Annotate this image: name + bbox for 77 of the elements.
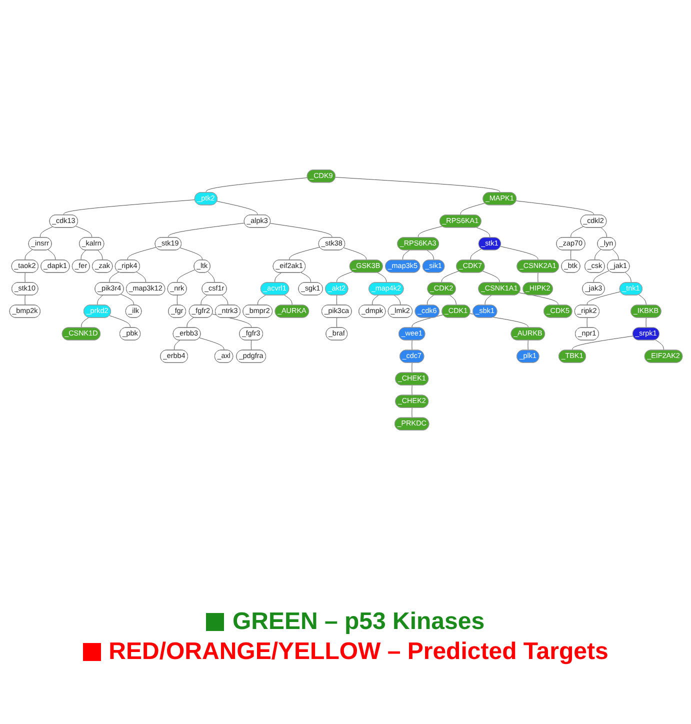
- connector: [426, 295, 434, 306]
- connector: [441, 270, 458, 283]
- connector: [586, 318, 587, 328]
- connector: [300, 272, 310, 283]
- connector: [516, 200, 594, 216]
- connector: [638, 294, 646, 306]
- connector: [63, 200, 195, 216]
- connector: [394, 295, 400, 306]
- connector: [205, 178, 308, 193]
- connector: [600, 227, 606, 238]
- connector: [411, 362, 412, 373]
- connector: [120, 294, 134, 306]
- connector: [470, 248, 482, 260]
- connector: [527, 340, 528, 350]
- connector: [612, 249, 618, 260]
- connector: [200, 294, 207, 306]
- connector: [288, 246, 320, 260]
- connector: [426, 250, 434, 260]
- connector: [570, 250, 571, 260]
- connector: [108, 315, 130, 328]
- connector: [418, 226, 442, 238]
- connector: [572, 336, 633, 350]
- connector: [624, 272, 631, 283]
- connector: [136, 272, 146, 283]
- connector: [96, 295, 102, 306]
- connector: [186, 317, 194, 328]
- connector: [592, 270, 609, 283]
- connector: [484, 295, 492, 306]
- connector: [460, 202, 485, 216]
- connector: [336, 318, 337, 328]
- connector: [570, 226, 584, 238]
- connector: [402, 250, 410, 260]
- connector: [24, 295, 25, 306]
- connector: [586, 291, 620, 306]
- connector: [654, 340, 664, 350]
- connector: [411, 385, 412, 396]
- connector: [594, 249, 601, 260]
- connector: [179, 248, 202, 260]
- connector: [274, 272, 282, 283]
- connector: [645, 318, 646, 328]
- connector: [270, 223, 332, 238]
- legend-text: GREEN – p53 Kinases: [232, 608, 485, 636]
- legend-text: RED/ORANGE/YELLOW – Predicted Targets: [108, 638, 608, 666]
- connector: [221, 294, 228, 306]
- connector: [284, 294, 292, 306]
- connector: [75, 226, 92, 238]
- connector: [126, 247, 156, 260]
- connector: [500, 246, 538, 260]
- connector: [449, 295, 456, 306]
- connector: [476, 227, 490, 238]
- connector: [47, 249, 56, 260]
- connector: [207, 271, 214, 283]
- connector: [537, 272, 538, 283]
- connector: [216, 201, 258, 216]
- connector: [336, 271, 352, 283]
- connector: [80, 250, 86, 260]
- connector: [343, 248, 366, 260]
- connector: [198, 338, 224, 350]
- connector: [334, 177, 500, 193]
- connector: [482, 270, 500, 283]
- connector: [24, 249, 32, 260]
- connector: [411, 408, 412, 418]
- connector: [168, 222, 244, 238]
- connector: [174, 340, 180, 350]
- connector: [40, 226, 52, 238]
- connector: [372, 295, 378, 306]
- connector: [176, 269, 195, 283]
- connector: [24, 272, 25, 283]
- connector: [257, 294, 266, 306]
- connector: [411, 340, 412, 350]
- connector: [80, 317, 88, 328]
- connector: [176, 295, 178, 306]
- connector: [108, 272, 118, 283]
- connector: [376, 272, 386, 283]
- connector: [250, 340, 252, 350]
- connector: [97, 250, 102, 260]
- connector: [336, 295, 337, 306]
